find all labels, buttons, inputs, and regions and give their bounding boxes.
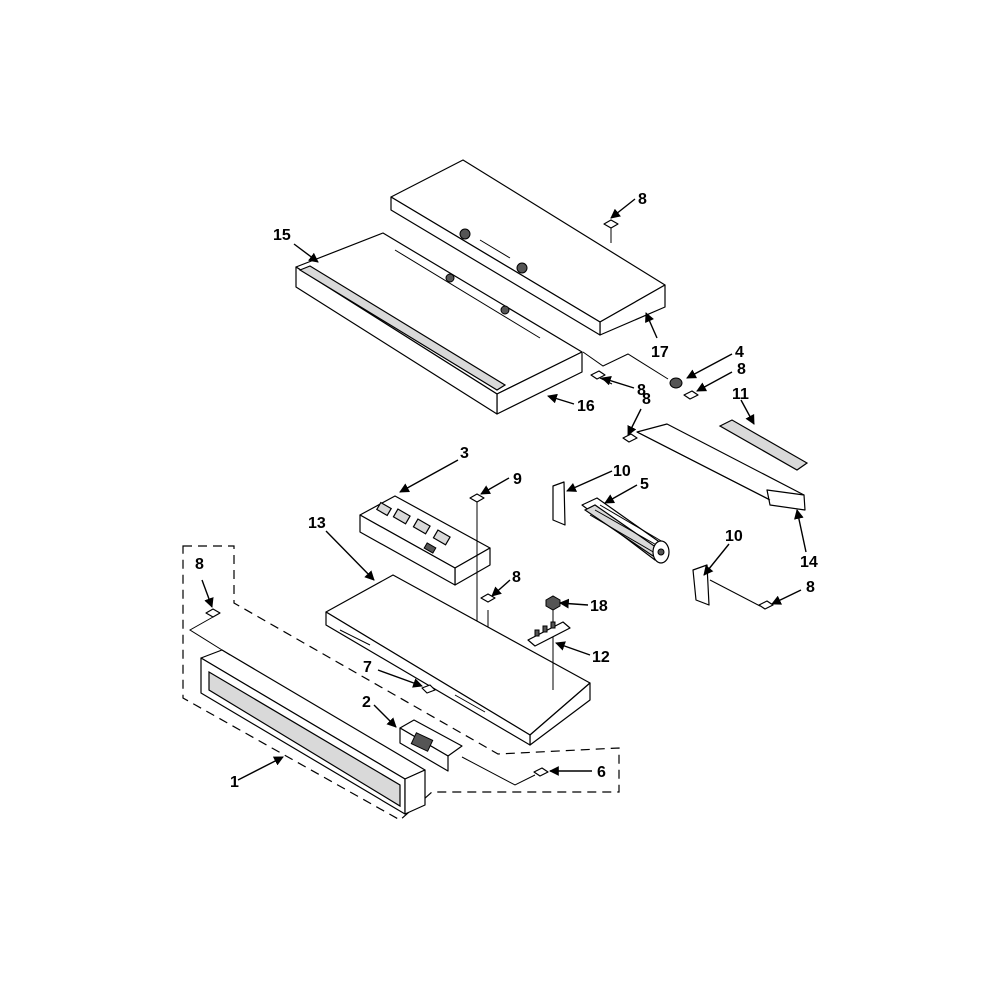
part-12-terminal-block bbox=[527, 621, 571, 647]
callout-10: 10 bbox=[613, 463, 631, 480]
callout-11: 11 bbox=[732, 386, 749, 403]
callout-17: 17 bbox=[651, 344, 669, 361]
callout-2: 2 bbox=[362, 694, 371, 711]
part-10-bracket bbox=[552, 481, 566, 526]
callout-8: 8 bbox=[642, 391, 651, 408]
assembly-outline bbox=[182, 545, 620, 821]
callout-4: 4 bbox=[735, 344, 744, 361]
screw-icon bbox=[683, 390, 699, 400]
screw-icon bbox=[533, 767, 549, 777]
screw-icon bbox=[758, 600, 774, 610]
callout-8: 8 bbox=[806, 579, 815, 596]
callout-1: 1 bbox=[230, 774, 239, 791]
callout-labels: 1 2 3 4 5 6 7 8 8 8 8 8 8 8 9 10 10 11 1… bbox=[195, 191, 818, 791]
callout-15: 15 bbox=[273, 227, 291, 244]
part-5-fan bbox=[581, 497, 670, 564]
callout-8: 8 bbox=[737, 361, 746, 378]
callout-6: 6 bbox=[597, 764, 606, 781]
callout-8: 8 bbox=[638, 191, 647, 208]
part-3-control-board bbox=[359, 495, 491, 586]
leader-lines bbox=[201, 198, 807, 781]
part-16-lower-cover bbox=[295, 232, 583, 415]
callout-8: 8 bbox=[195, 556, 204, 573]
part-7-clip bbox=[421, 684, 436, 694]
callout-8: 8 bbox=[637, 382, 646, 399]
part-17-top-cover bbox=[390, 159, 666, 336]
callout-9: 9 bbox=[513, 471, 522, 488]
callout-18: 18 bbox=[590, 598, 608, 615]
screw-icon bbox=[622, 433, 638, 443]
callout-13: 13 bbox=[308, 515, 326, 532]
callout-14: 14 bbox=[800, 554, 818, 571]
callout-8: 8 bbox=[512, 569, 521, 586]
part-13-base-panel bbox=[325, 574, 591, 746]
part-2-display-board bbox=[399, 719, 463, 772]
callout-12: 12 bbox=[592, 649, 610, 666]
part-1-control-panel bbox=[200, 649, 426, 815]
callout-10: 10 bbox=[725, 528, 743, 545]
screw-icon bbox=[603, 219, 619, 243]
screw-icon bbox=[205, 608, 221, 618]
callout-7: 7 bbox=[363, 659, 372, 676]
part-14-bracket bbox=[636, 423, 806, 511]
screw-icon bbox=[590, 370, 613, 385]
callout-16: 16 bbox=[577, 398, 595, 415]
washer-icon bbox=[669, 377, 683, 389]
part-11-strip bbox=[718, 419, 809, 471]
screw-icon bbox=[469, 493, 485, 503]
callout-3: 3 bbox=[460, 445, 469, 462]
callout-5: 5 bbox=[640, 476, 649, 493]
